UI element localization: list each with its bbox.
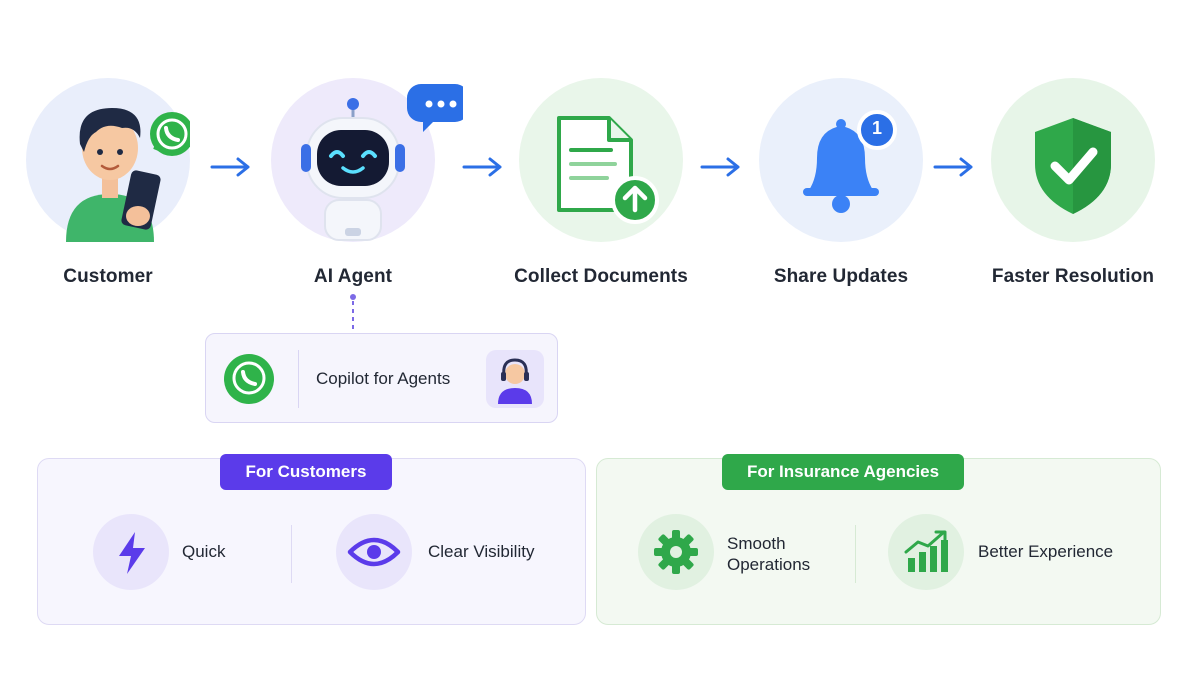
operations-feature-circle [638, 514, 714, 590]
step-label: Share Updates [773, 266, 909, 287]
arrow-right-icon [210, 157, 250, 177]
agencies-panel-title: For Insurance Agencies [722, 454, 964, 490]
whatsapp-icon [224, 354, 274, 404]
step-label: Collect Documents [514, 266, 688, 287]
quick-feature-circle [93, 514, 169, 590]
feature-label-smooth-operations: Smooth Operations [727, 533, 810, 575]
eye-icon [347, 537, 401, 567]
arrow-right-icon [933, 157, 973, 177]
agencies-panel-divider [855, 525, 856, 583]
notification-badge-count: 1 [871, 118, 882, 138]
arrow-right-icon [462, 157, 502, 177]
copilot-card: Copilot for Agents [205, 333, 558, 423]
bell-notification-icon [803, 110, 897, 213]
copilot-divider [298, 350, 299, 408]
growth-chart-icon [904, 530, 948, 572]
step-collect-documents: Collect Documents [491, 78, 711, 288]
step-customer: Customer [0, 78, 218, 288]
robot-icon [301, 84, 463, 241]
headset-agent-avatar [486, 350, 544, 408]
experience-feature-circle [888, 514, 964, 590]
visibility-feature-circle [336, 514, 412, 590]
updates-circle: 1 [759, 78, 923, 242]
arrow-right-icon [700, 157, 740, 177]
customer-circle [26, 78, 194, 242]
lightning-icon [119, 532, 145, 574]
feature-label-better-experience: Better Experience [978, 542, 1114, 561]
feature-label-clear-visibility: Clear Visibility [428, 542, 535, 561]
step-label: AI Agent [313, 266, 393, 287]
copilot-label: Copilot for Agents [316, 369, 451, 388]
feature-label-line: Smooth [727, 534, 786, 553]
shield-check-icon [1035, 118, 1111, 214]
step-faster-resolution: Faster Resolution [963, 78, 1183, 288]
document-upload-icon [557, 116, 659, 224]
step-label: Faster Resolution [991, 266, 1155, 287]
dashed-connector [350, 294, 356, 333]
documents-circle [519, 78, 683, 242]
customers-panel-divider [291, 525, 292, 583]
agencies-panel: For Insurance Agencies Smooth Operations [596, 454, 1161, 625]
step-label: Customer [63, 266, 153, 287]
feature-label-line: Operations [727, 555, 811, 574]
resolution-circle [991, 78, 1155, 242]
customer-with-phone-icon [66, 108, 194, 242]
step-share-updates: 1 Share Updates [731, 78, 951, 288]
headset-agent-icon [498, 358, 532, 404]
gear-icon [654, 530, 698, 574]
step-ai-agent: AI Agent [243, 78, 463, 288]
customers-panel-title: For Customers [220, 454, 392, 490]
customers-panel: For Customers Quick Clear Visibility [37, 454, 586, 625]
feature-label-quick: Quick [182, 542, 226, 561]
ai-agent-circle [271, 78, 463, 242]
